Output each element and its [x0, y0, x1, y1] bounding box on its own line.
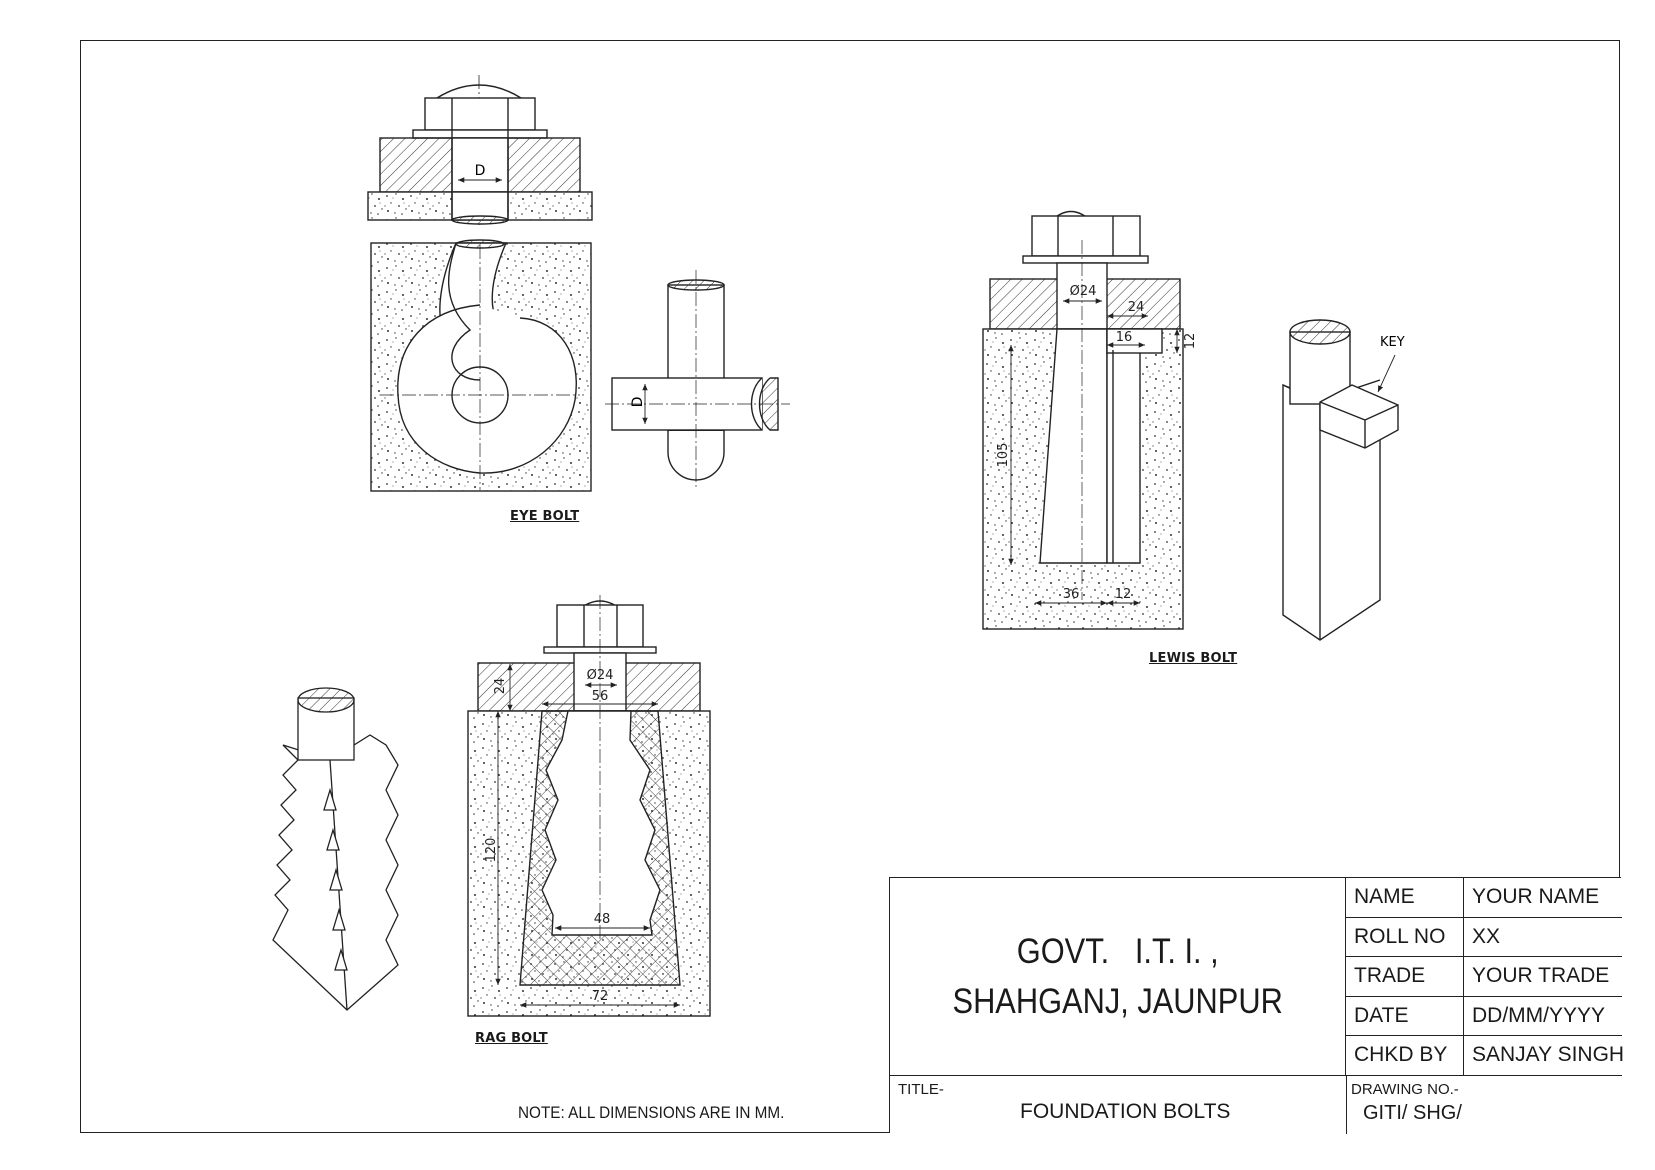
- rag-bolt-caption: RAG BOLT: [475, 1031, 548, 1046]
- eye-bolt-front-view: [370, 239, 592, 492]
- rag-dim-24: 24: [493, 678, 508, 695]
- drawing-number-label: DRAWING NO.-: [1351, 1081, 1459, 1098]
- lewis-dim-24: 24: [1128, 300, 1145, 315]
- trade-row: TRADE YOUR TRADE: [1346, 957, 1622, 997]
- lewis-dim-16: 16: [1116, 330, 1133, 345]
- roll-no-label: ROLL NO: [1346, 917, 1464, 957]
- date-value: DD/MM/YYYY: [1472, 1003, 1606, 1027]
- rag-dim-diameter: Ø24: [587, 668, 614, 683]
- lewis-dim-12-bottom: 12: [1115, 587, 1132, 602]
- dimensions-note: NOTE: ALL DIMENSIONS ARE IN MM.: [518, 1103, 785, 1122]
- date-label: DATE: [1346, 996, 1464, 1036]
- lewis-bolt-caption: LEWIS BOLT: [1149, 651, 1238, 666]
- rag-bolt-pictorial: [272, 687, 399, 1011]
- drawing-number-box: DRAWING NO.- GITI/ SHG/: [1346, 1076, 1622, 1134]
- rag-dim-56: 56: [592, 689, 609, 704]
- name-row: NAME YOUR NAME: [1346, 878, 1622, 918]
- rag-bolt-section: [467, 595, 711, 1017]
- institute-line-2: SHAHGANJ, JAUNPUR: [952, 981, 1283, 1021]
- eye-bolt-dim-d-side: D: [630, 397, 646, 408]
- checked-by-row: CHKD BY SANJAY SINGH: [1346, 1036, 1624, 1076]
- lewis-dim-105: 105: [996, 443, 1011, 468]
- eye-bolt-caption: EYE BOLT: [510, 509, 580, 524]
- title-label: TITLE-: [898, 1081, 944, 1098]
- lewis-bolt-section: [982, 210, 1184, 630]
- roll-no-row: ROLL NO XX: [1346, 917, 1622, 958]
- checked-by-value: SANJAY SINGH: [1472, 1043, 1625, 1067]
- lewis-dim-diameter: Ø24: [1070, 284, 1097, 299]
- name-value: YOUR NAME: [1472, 885, 1600, 908]
- rag-dim-72: 72: [592, 989, 609, 1004]
- lewis-bolt-pictorial: [1282, 319, 1399, 641]
- roll-no-value: XX: [1472, 924, 1501, 948]
- institute-line-1: GOVT. I.T. I. ,: [1016, 931, 1219, 971]
- trade-value: YOUR TRADE: [1472, 964, 1610, 988]
- drawing-number-value: GITI/ SHG/: [1363, 1102, 1462, 1124]
- eye-bolt-dim-d-top: D: [475, 163, 486, 179]
- drawing-sheet-border: [80, 40, 1620, 1133]
- checked-by-label: CHKD BY: [1346, 1036, 1464, 1075]
- title-block: GOVT. I.T. I. , SHAHGANJ, JAUNPUR NAME Y…: [889, 877, 1624, 1134]
- lewis-dim-36: 36: [1063, 587, 1080, 602]
- institute-box: GOVT. I.T. I. , SHAHGANJ, JAUNPUR: [890, 878, 1346, 1076]
- eye-bolt-side-view: [605, 270, 790, 487]
- name-label: NAME: [1346, 878, 1464, 917]
- rag-dim-120: 120: [484, 838, 499, 863]
- lewis-key-label: KEY: [1380, 335, 1405, 350]
- lewis-dim-12-top: 12: [1183, 333, 1198, 350]
- trade-label: TRADE: [1346, 957, 1464, 996]
- details-grid: NAME YOUR NAME ROLL NO XX TRADE YOUR TRA…: [1346, 878, 1624, 1076]
- rag-dim-48: 48: [594, 912, 611, 927]
- eye-bolt-top-view: [367, 75, 593, 225]
- title-value: FOUNDATION BOLTS: [1020, 1100, 1231, 1123]
- date-row: DATE DD/MM/YYYY: [1346, 996, 1622, 1037]
